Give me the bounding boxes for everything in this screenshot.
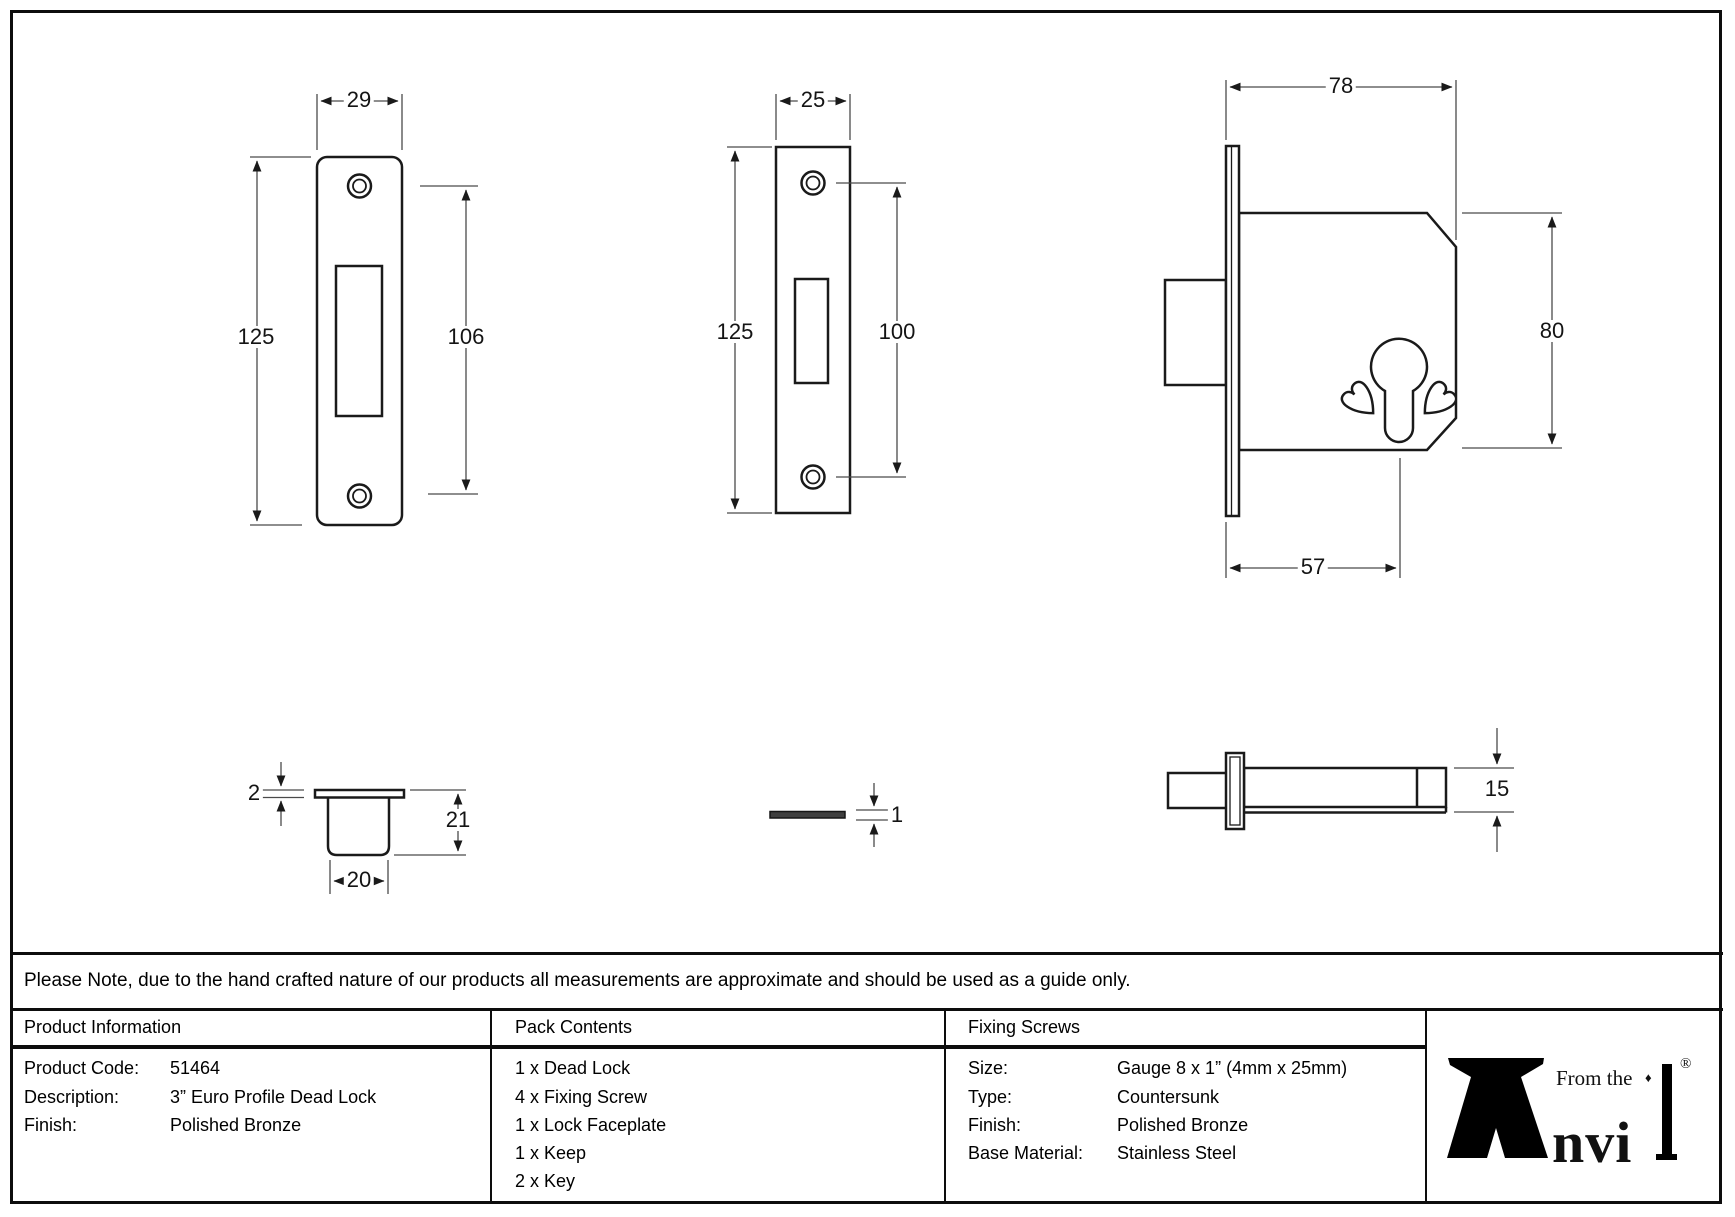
dim-label-plate-thickness: 1 xyxy=(887,804,907,826)
table-divider-1 xyxy=(490,1008,492,1204)
measurement-note: Please Note, due to the hand crafted nat… xyxy=(24,970,1131,991)
dead-bolt xyxy=(1163,278,1228,387)
keep-front-drawing xyxy=(774,145,852,515)
pack-item: 4 x Fixing Screw xyxy=(515,1087,648,1107)
dim-label-keep-width: 25 xyxy=(797,89,829,111)
dim-lines-faceplate-profile xyxy=(856,783,892,847)
dim-label-faceplate-width: 29 xyxy=(343,89,375,111)
lock-side-view-drawing xyxy=(1166,751,1448,831)
logo-brand-text: nvi xyxy=(1552,1110,1633,1175)
screw-size-value: Gauge 8 x 1” (4mm x 25mm) xyxy=(1117,1058,1348,1078)
screw-type-label: Type: xyxy=(968,1087,1013,1107)
keep-profile-drawing xyxy=(313,788,406,857)
screw-material-label: Base Material: xyxy=(968,1143,1084,1163)
finish-label: Finish: xyxy=(24,1115,78,1135)
pack-item: 1 x Lock Faceplate xyxy=(515,1115,667,1135)
product-code-value: 51464 xyxy=(170,1058,221,1078)
table-divider-2 xyxy=(944,1008,946,1204)
dim-label-body-height: 80 xyxy=(1536,320,1568,342)
pack-item: 1 x Dead Lock xyxy=(515,1058,631,1078)
description-label: Description: xyxy=(24,1087,120,1107)
registered-trademark-icon: ® xyxy=(1680,1056,1692,1072)
dim-label-faceplate-height: 125 xyxy=(234,326,278,348)
lock-body-drawing xyxy=(1163,144,1458,518)
pack-item: 2 x Key xyxy=(515,1171,576,1191)
finish-value: Polished Bronze xyxy=(170,1115,302,1135)
dim-label-body-depth: 57 xyxy=(1297,556,1329,578)
dim-label-keep-lip: 2 xyxy=(244,782,264,804)
dim-label-case-height: 15 xyxy=(1481,778,1513,800)
screw-finish-label: Finish: xyxy=(968,1115,1022,1135)
dim-label-keep-depth: 21 xyxy=(442,809,474,831)
faceplate-profile-drawing xyxy=(769,810,846,819)
header-row-bottom-border xyxy=(11,1045,1425,1049)
dim-label-faceplate-holes: 106 xyxy=(444,326,488,348)
lock-faceplate-front-drawing xyxy=(315,155,404,527)
screw-material-value: Stainless Steel xyxy=(1117,1143,1237,1163)
dim-lines-lock-side xyxy=(1454,728,1514,852)
dim-label-keep-height: 125 xyxy=(713,321,757,343)
dim-label-keep-holes: 100 xyxy=(875,321,919,343)
logo-letter-l-foot xyxy=(1656,1154,1677,1160)
column-header-product-information: Product Information xyxy=(24,1017,182,1037)
column-header-fixing-screws: Fixing Screws xyxy=(968,1017,1081,1037)
euro-cylinder-cutout xyxy=(1340,337,1456,444)
note-row-bottom-border xyxy=(11,1008,1723,1011)
description-value: 3” Euro Profile Dead Lock xyxy=(170,1087,377,1107)
lock-forend-strip xyxy=(1224,144,1241,518)
screw-size-label: Size: xyxy=(968,1058,1009,1078)
pack-item: 1 x Keep xyxy=(515,1143,587,1163)
dim-label-body-width: 78 xyxy=(1325,75,1357,97)
product-code-label: Product Code: xyxy=(24,1058,140,1078)
screw-finish-value: Polished Bronze xyxy=(1117,1115,1249,1135)
table-divider-3 xyxy=(1425,1008,1427,1204)
note-row-top-border xyxy=(11,952,1723,955)
technical-drawing-canvas xyxy=(250,80,1562,894)
screw-type-value: Countersunk xyxy=(1117,1087,1220,1107)
logo-diamond-icon: ♦ xyxy=(1645,1070,1652,1085)
logo-letter-l-stroke xyxy=(1662,1064,1672,1160)
anvil-icon xyxy=(1447,1058,1548,1158)
page-border xyxy=(10,10,1722,1204)
logo-prefix-text: From the xyxy=(1556,1066,1633,1090)
column-header-pack-contents: Pack Contents xyxy=(515,1017,633,1037)
dim-label-keep-width-2: 20 xyxy=(343,869,375,891)
dim-lines-lock-body xyxy=(1225,80,1562,578)
